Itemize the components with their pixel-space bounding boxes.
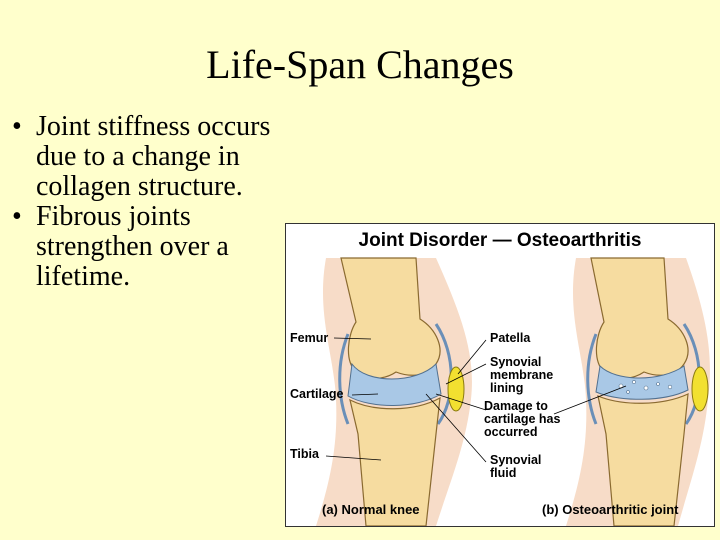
- bullet-list: • Joint stiffness occurs due to a change…: [12, 112, 302, 292]
- label-tibia: Tibia: [290, 447, 319, 461]
- label-damage: Damage to cartilage has occurred: [484, 399, 561, 439]
- cartilage-fragments: [618, 380, 673, 394]
- cartilage-region: [347, 362, 442, 406]
- osteoarthritic-knee: [566, 257, 710, 526]
- damaged-cartilage: [595, 364, 689, 400]
- patella: [447, 366, 465, 412]
- figure-title: Joint Disorder — Osteoarthritis: [358, 230, 642, 251]
- slide-title: Life-Span Changes: [206, 42, 514, 87]
- tibia-bone: [597, 393, 689, 526]
- bullet-text: Fibrous joints strengthen over a lifetim…: [36, 201, 229, 292]
- femur-bone: [590, 257, 689, 379]
- caption-normal-knee: (a) Normal knee: [322, 502, 420, 517]
- tibia-bone: [349, 396, 441, 526]
- osteoarthritis-figure: Joint Disorder — Osteoarthritis Femur Ca…: [285, 223, 715, 527]
- label-synovial-membrane: Synovial membrane lining: [490, 355, 554, 395]
- bullet-text: Joint stiffness occurs due to a change i…: [36, 111, 271, 202]
- bullet-item: • Fibrous joints strengthen over a lifet…: [12, 202, 302, 292]
- femur-bone: [340, 257, 441, 379]
- bullet-glyph: •: [12, 111, 22, 142]
- label-synovial-fluid: Synovial fluid: [490, 453, 542, 480]
- patella: [691, 366, 709, 412]
- bullet-item: • Joint stiffness occurs due to a change…: [12, 112, 302, 202]
- label-patella: Patella: [490, 331, 531, 345]
- bullet-glyph: •: [12, 201, 22, 232]
- label-cartilage: Cartilage: [290, 387, 344, 401]
- knee-illustration: [286, 257, 714, 526]
- caption-osteoarthritic-joint: (b) Osteoarthritic joint: [542, 502, 679, 517]
- normal-knee: [316, 257, 472, 526]
- label-femur: Femur: [290, 331, 329, 345]
- label-leader-lines: [325, 337, 627, 463]
